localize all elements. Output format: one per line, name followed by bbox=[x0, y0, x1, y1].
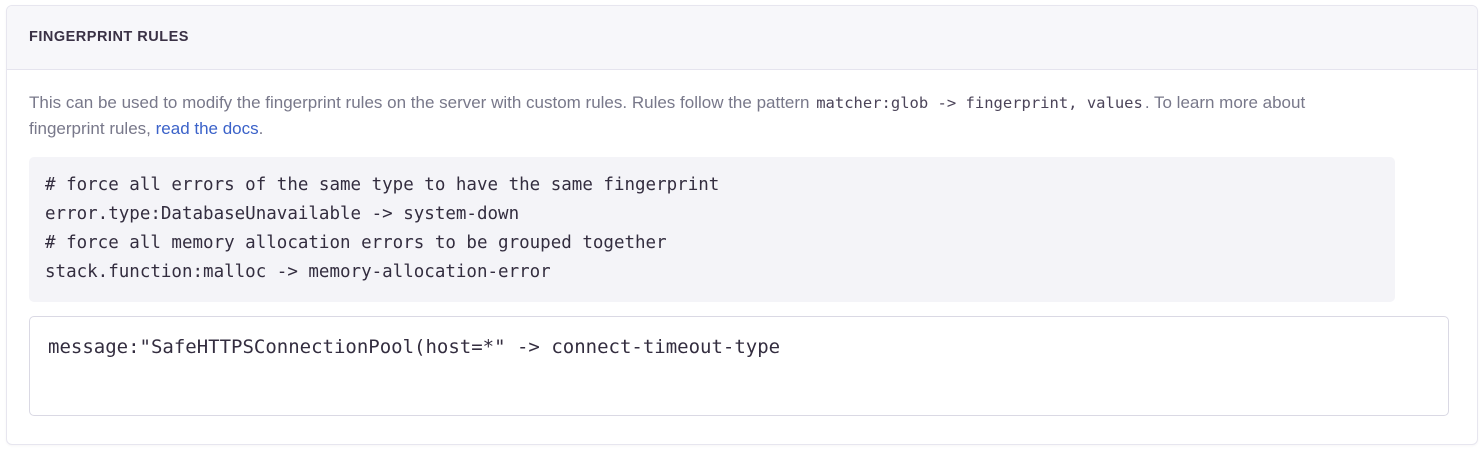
read-the-docs-link[interactable]: read the docs bbox=[155, 119, 259, 139]
panel-body: This can be used to modify the fingerpri… bbox=[7, 70, 1477, 416]
description-part-1: This can be used to modify the fingerpri… bbox=[29, 93, 815, 112]
fingerprint-rules-input[interactable] bbox=[29, 315, 1449, 416]
pattern-inline-code: matcher:glob -> fingerprint, values bbox=[816, 94, 1143, 112]
page-title: Fingerprint Rules bbox=[29, 29, 189, 46]
fingerprint-rules-panel: Fingerprint Rules This can be used to mo… bbox=[6, 5, 1478, 445]
panel-header: Fingerprint Rules bbox=[7, 6, 1477, 70]
description-part-2: . To learn more about fingerprint rules, bbox=[29, 93, 1306, 139]
description-part-3: . bbox=[258, 119, 264, 139]
example-rules-code-block: # force all errors of the same type to h… bbox=[29, 156, 1395, 302]
description-text: This can be used to modify the fingerpri… bbox=[29, 90, 1377, 143]
